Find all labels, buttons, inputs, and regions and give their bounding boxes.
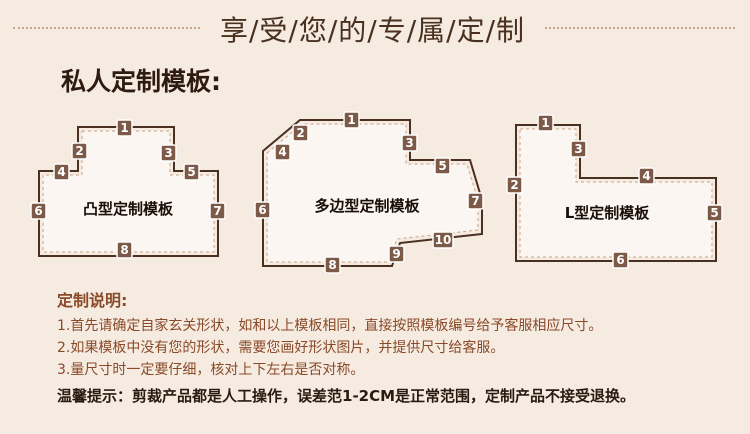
svg-text:10: 10 bbox=[435, 233, 452, 247]
badge: 3 bbox=[160, 144, 177, 162]
svg-text:1: 1 bbox=[347, 113, 355, 127]
svg-text:4: 4 bbox=[57, 165, 65, 179]
note-item: 2.如果模板中没有您的形状，需要您画好形状图片，并提供尺寸给客服。 bbox=[57, 340, 505, 356]
svg-text:3: 3 bbox=[574, 142, 582, 156]
section-title: 私人定制模板: bbox=[61, 67, 221, 96]
template-convex-label: 凸型定制模板 bbox=[83, 200, 174, 218]
badge: 8 bbox=[324, 256, 341, 274]
badge: 6 bbox=[612, 251, 629, 269]
badge: 3 bbox=[570, 140, 587, 158]
badge: 4 bbox=[274, 143, 291, 161]
template-diagrams: 凸型定制模板 1 2 3 4 5 6 7 8 多边型定制模板 1 2 3 4 5… bbox=[30, 111, 723, 274]
badge: 2 bbox=[506, 176, 523, 194]
badge: 2 bbox=[292, 124, 309, 142]
header-bar: 享/受/您/的/专/属/定/制 bbox=[0, 0, 750, 56]
template-l-shape[interactable]: L型定制模板 1 2 3 4 5 6 bbox=[506, 114, 723, 269]
svg-text:8: 8 bbox=[328, 258, 336, 272]
badge: 4 bbox=[638, 167, 655, 185]
svg-text:5: 5 bbox=[710, 206, 718, 220]
badge: 4 bbox=[53, 163, 70, 181]
warm-tip: 温馨提示：剪裁产品都是人工操作，误差范1-2CM是正常范围，定制产品不接受退换。 bbox=[57, 387, 636, 405]
badge: 2 bbox=[71, 142, 88, 160]
badge: 7 bbox=[209, 202, 226, 220]
note-item: 3.量尺寸时一定要仔细，核对上下左右是否对称。 bbox=[57, 362, 365, 378]
badge: 6 bbox=[254, 201, 271, 219]
badge: 7 bbox=[467, 192, 484, 210]
header-dotted-line-right bbox=[545, 27, 735, 31]
badge: 3 bbox=[401, 134, 418, 152]
template-l-outline bbox=[515, 124, 717, 262]
template-l-label: L型定制模板 bbox=[565, 204, 651, 222]
customization-notes: 定制说明: 1.首先请确定自家玄关形状，如和以上模板相同，直接按照模板编号给予客… bbox=[57, 290, 737, 381]
header-dotted-line-left bbox=[13, 27, 200, 31]
svg-text:7: 7 bbox=[471, 194, 479, 208]
svg-text:2: 2 bbox=[296, 126, 304, 140]
svg-text:2: 2 bbox=[510, 178, 518, 192]
svg-text:4: 4 bbox=[278, 145, 286, 159]
page-title: 享/受/您/的/专/属/定/制 bbox=[219, 14, 526, 47]
svg-text:6: 6 bbox=[34, 204, 42, 218]
badge: 5 bbox=[706, 204, 723, 222]
template-convex[interactable]: 凸型定制模板 1 2 3 4 5 6 7 8 bbox=[30, 119, 226, 259]
svg-text:6: 6 bbox=[258, 203, 266, 217]
svg-text:1: 1 bbox=[541, 116, 549, 130]
badge: 9 bbox=[388, 245, 405, 263]
svg-text:3: 3 bbox=[405, 136, 413, 150]
svg-text:1: 1 bbox=[120, 121, 128, 135]
badge: 1 bbox=[343, 111, 360, 129]
badge: 8 bbox=[116, 241, 133, 259]
svg-text:9: 9 bbox=[392, 247, 400, 261]
badge: 5 bbox=[183, 163, 200, 181]
template-convex-inner bbox=[42, 130, 215, 253]
badge: 1 bbox=[537, 114, 554, 132]
svg-text:8: 8 bbox=[120, 243, 128, 257]
badge: 10 bbox=[432, 231, 454, 249]
template-polygon[interactable]: 多边型定制模板 1 2 3 4 5 6 7 8 9 10 bbox=[254, 111, 484, 274]
svg-text:5: 5 bbox=[438, 159, 446, 173]
notes-title: 定制说明: bbox=[57, 291, 128, 310]
badge: 1 bbox=[116, 119, 133, 137]
svg-text:5: 5 bbox=[187, 165, 195, 179]
svg-text:2: 2 bbox=[75, 144, 83, 158]
template-l-inner bbox=[519, 128, 713, 258]
svg-text:3: 3 bbox=[164, 146, 172, 160]
svg-text:7: 7 bbox=[213, 204, 221, 218]
template-polygon-label: 多边型定制模板 bbox=[314, 197, 420, 215]
badge: 5 bbox=[434, 157, 451, 175]
badge: 6 bbox=[30, 202, 47, 220]
svg-text:4: 4 bbox=[642, 169, 650, 183]
note-item: 1.首先请确定自家玄关形状，如和以上模板相同，直接按照模板编号给予客服相应尺寸。 bbox=[57, 318, 603, 334]
svg-text:6: 6 bbox=[616, 253, 624, 267]
